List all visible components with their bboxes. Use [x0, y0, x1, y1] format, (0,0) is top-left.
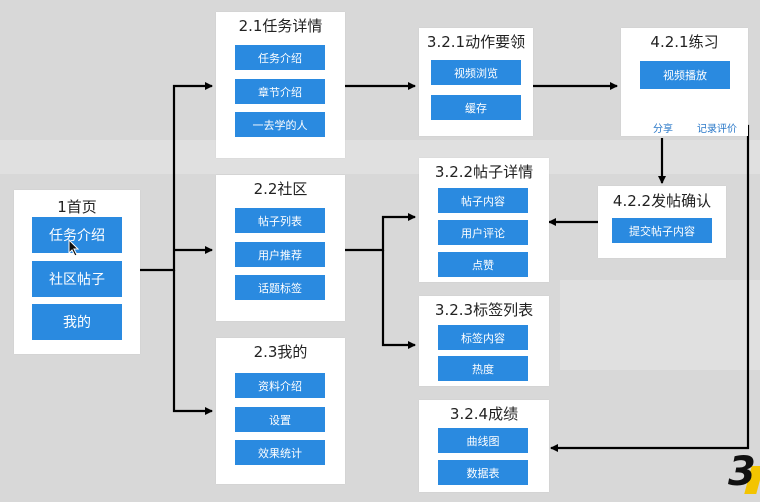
- panel-title: 3.2.2帖子详情: [434, 163, 534, 181]
- home-community-posts-button[interactable]: 社区帖子: [32, 261, 122, 297]
- panel-post-confirm: 4.2.2发帖确认 提交帖子内容: [598, 186, 726, 258]
- home-mine-button[interactable]: 我的: [32, 304, 122, 340]
- arrow-community-to-tag-list: [381, 250, 416, 349]
- brand-logo: 3: [728, 449, 756, 495]
- record-review-link[interactable]: 记录评价: [697, 124, 737, 135]
- post-list-button[interactable]: 帖子列表: [235, 208, 325, 233]
- user-comments-button[interactable]: 用户评论: [438, 220, 528, 245]
- submit-post-button[interactable]: 提交帖子内容: [612, 218, 712, 243]
- panel-task-detail: 2.1任务详情 任务介绍 章节介绍 一去学的人: [216, 12, 345, 158]
- panel-title: 2.1任务详情: [238, 17, 323, 35]
- home-task-intro-button[interactable]: 任务介绍: [32, 217, 122, 253]
- topic-tags-button[interactable]: 话题标签: [235, 275, 325, 300]
- background-decoration: [560, 280, 760, 370]
- background-decoration: [0, 140, 760, 174]
- panel-post-detail: 3.2.2帖子详情 帖子内容 用户评论 点赞: [419, 158, 549, 282]
- like-button[interactable]: 点赞: [438, 252, 528, 277]
- panel-home: 1首页 任务介绍 社区帖子 我的: [14, 190, 140, 354]
- panel-tag-list: 3.2.3标签列表 标签内容 热度: [419, 296, 549, 386]
- panel-title: 1首页: [57, 198, 97, 216]
- panel-title: 3.2.1动作要领: [426, 33, 526, 51]
- panel-practice: 4.2.1练习 视频播放 分享 记录评价: [621, 28, 748, 136]
- popularity-button[interactable]: 热度: [438, 356, 528, 381]
- arrow-home-to-task-detail: [140, 82, 213, 272]
- post-content-button[interactable]: 帖子内容: [438, 188, 528, 213]
- panel-title: 4.2.2发帖确认: [612, 192, 712, 210]
- video-play-button[interactable]: 视频播放: [640, 61, 730, 89]
- settings-button[interactable]: 设置: [235, 407, 325, 432]
- panel-title: 2.2社区: [253, 180, 308, 198]
- panel-title: 4.2.1练习: [650, 33, 719, 51]
- chapter-intro-button[interactable]: 章节介绍: [235, 79, 325, 104]
- user-recommend-button[interactable]: 用户推荐: [235, 242, 325, 267]
- learners-button[interactable]: 一去学的人: [235, 112, 325, 137]
- mouse-pointer-icon: [68, 239, 80, 257]
- panel-title: 3.2.3标签列表: [434, 301, 534, 319]
- arrow-record-to-scores: [550, 124, 750, 452]
- cache-button[interactable]: 缓存: [431, 95, 521, 120]
- panel-mine: 2.3我的 资料介绍 设置 效果统计: [216, 338, 345, 484]
- task-intro-button[interactable]: 任务介绍: [235, 45, 325, 70]
- data-table-button[interactable]: 数据表: [438, 460, 528, 485]
- panel-community: 2.2社区 帖子列表 用户推荐 话题标签: [216, 175, 345, 321]
- tag-content-button[interactable]: 标签内容: [438, 325, 528, 350]
- arrow-home-to-mine: [172, 270, 213, 415]
- video-browse-button[interactable]: 视频浏览: [431, 60, 521, 85]
- arrow-community-to-post-detail: [345, 213, 416, 252]
- profile-intro-button[interactable]: 资料介绍: [235, 373, 325, 398]
- panel-action-points: 3.2.1动作要领 视频浏览 缓存: [419, 28, 533, 136]
- share-link[interactable]: 分享: [653, 124, 673, 135]
- effect-stats-button[interactable]: 效果统计: [235, 440, 325, 465]
- panel-title: 2.3我的: [253, 343, 308, 361]
- panel-title: 3.2.4成绩: [449, 405, 519, 423]
- curve-chart-button[interactable]: 曲线图: [438, 428, 528, 453]
- panel-scores: 3.2.4成绩 曲线图 数据表: [419, 400, 549, 492]
